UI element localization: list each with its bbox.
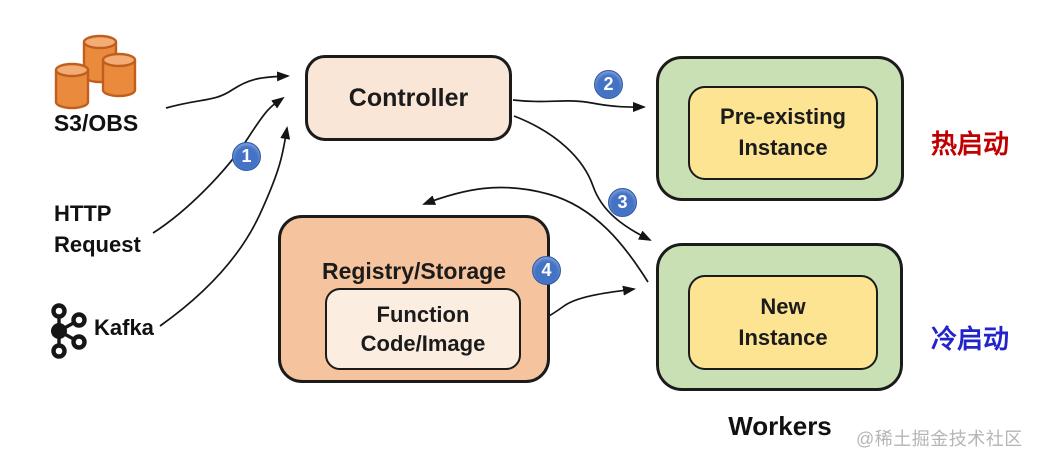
new-instance-label: New Instance [738, 293, 828, 350]
s3-obs-label: S3/OBS [53, 110, 139, 136]
new-instance-node: New Instance [688, 275, 878, 370]
s3-buckets-icon [54, 34, 137, 110]
step-1-badge: 1 [232, 142, 261, 171]
arrow-kafka-to-controller [159, 126, 291, 327]
arrow-new-instance-to-registry [422, 186, 649, 283]
registry-storage-label: Registry/Storage [321, 258, 507, 284]
workers-label: Workers [728, 411, 832, 441]
watermark-text: @稀土掘金技术社区 [856, 429, 1023, 449]
pre-existing-instance-node: Pre-existing Instance [688, 86, 878, 180]
cold-start-label: 冷启动 [930, 324, 1009, 354]
http-request-label: HTTP Request [54, 201, 141, 257]
warm-start-label: 热启动 [930, 129, 1009, 159]
function-code-image-node: Function Code/Image [325, 288, 521, 370]
step-4-badge: 4 [532, 256, 561, 285]
cold-worker-node: New Instance [656, 243, 903, 391]
kafka-icon [51, 303, 87, 359]
registry-storage-node: Registry/Storage Function Code/Image [278, 215, 550, 383]
controller-label: Controller [348, 83, 469, 112]
controller-node: Controller [305, 55, 512, 141]
step-3-badge: 3 [608, 188, 637, 217]
arrow-s3-to-controller [165, 71, 290, 109]
step-2-badge: 2 [594, 70, 623, 99]
function-code-image-label: Function Code/Image [360, 301, 486, 356]
arrow-http-to-controller [152, 96, 285, 234]
warm-worker-node: Pre-existing Instance [656, 56, 904, 201]
kafka-center-node [51, 323, 67, 339]
kafka-label: Kafka [94, 315, 154, 340]
pre-existing-instance-label: Pre-existing Instance [720, 104, 846, 160]
arrow-controller-to-new-instance [513, 115, 652, 241]
arrow-controller-to-preexisting [512, 99, 646, 113]
